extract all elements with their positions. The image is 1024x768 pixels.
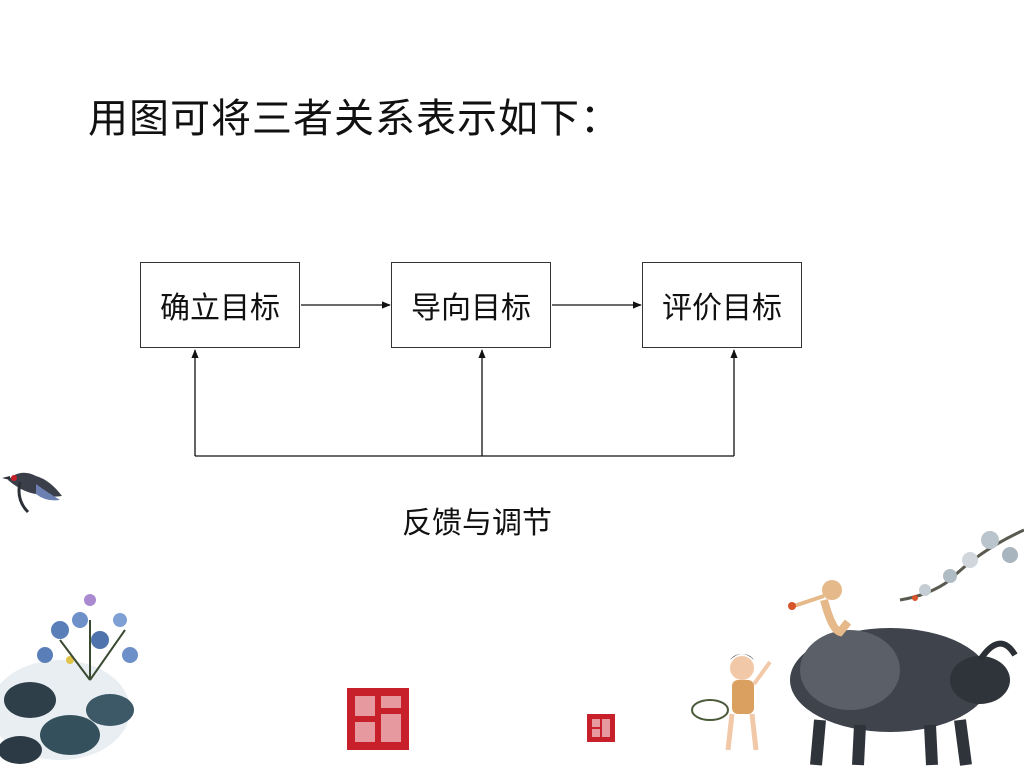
node-label: 导向目标 <box>411 291 531 326</box>
feedback-label: 反馈与调节 <box>402 506 552 541</box>
node-establish-goal: 确立目标 <box>140 262 300 348</box>
node-evaluate-goal: 评价目标 <box>642 262 802 348</box>
node-label: 评价目标 <box>662 291 782 326</box>
red-seal-stamp-icon <box>347 688 409 750</box>
blossom-branch-icon <box>899 528 1024 602</box>
magpie-bird-icon <box>2 472 62 514</box>
node-label: 确立目标 <box>160 291 280 326</box>
girl-with-basket-icon <box>691 654 772 751</box>
node-guide-goal: 导向目标 <box>391 262 551 348</box>
flowers-icon <box>0 594 138 764</box>
boy-on-water-buffalo-icon <box>788 580 1018 766</box>
slide-title: 用图可将三者关系表示如下： <box>88 96 621 142</box>
red-seal-stamp-icon <box>587 714 615 742</box>
